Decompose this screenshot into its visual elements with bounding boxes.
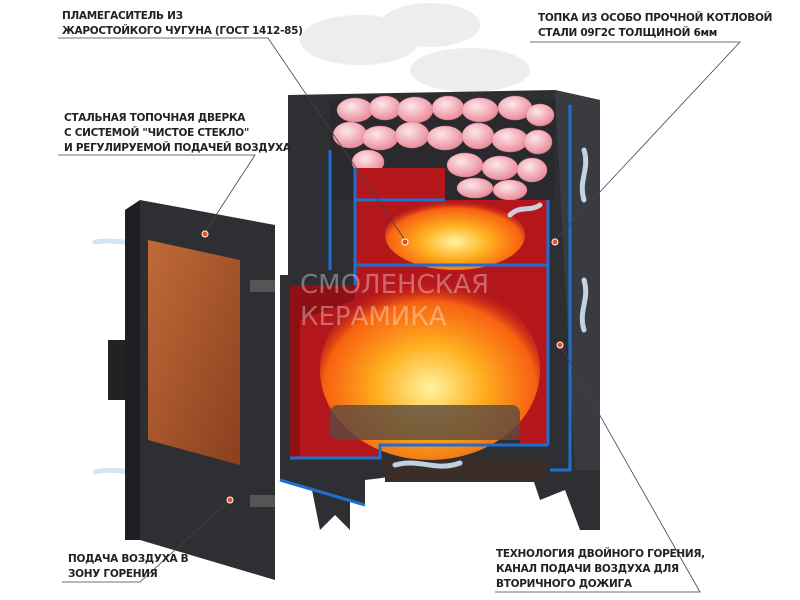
label-line: С СИСТЕМОЙ "ЧИСТОЕ СТЕКЛО" xyxy=(64,127,250,139)
label-flame-arrester: ПЛАМЕГАСИТЕЛЬ ИЗ ЖАРОСТОЙКОГО ЧУГУНА (ГО… xyxy=(62,9,303,39)
label-line: СТАЛИ 09Г2С ТОЛЩИНОЙ 6мм xyxy=(538,27,718,39)
marker-dots xyxy=(201,230,564,504)
door-glass xyxy=(148,240,240,465)
air-channels xyxy=(279,105,572,507)
label-line: ВТОРИЧНОГО ДОЖИГА xyxy=(496,578,632,590)
svg-text:КЕРАМИКА: КЕРАМИКА xyxy=(300,302,447,332)
leader-lines xyxy=(58,37,741,593)
door xyxy=(108,200,275,580)
label-line: ПЛАМЕГАСИТЕЛЬ ИЗ xyxy=(62,10,183,22)
label-line: И РЕГУЛИРУЕМОЙ ПОДАЧЕЙ ВОЗДУХА xyxy=(64,142,291,154)
label-air-supply: ПОДАЧА ВОЗДУХА В ЗОНУ ГОРЕНИЯ xyxy=(68,552,189,582)
steam xyxy=(300,3,530,92)
label-door: СТАЛЬНАЯ ТОПОЧНАЯ ДВЕРКА С СИСТЕМОЙ "ЧИС… xyxy=(64,111,291,156)
upper-flame xyxy=(385,200,525,270)
label-firebox: ТОПКА ИЗ ОСОБО ПРОЧНОЙ КОТЛОВОЙ СТАЛИ 09… xyxy=(538,11,772,41)
label-line: КАНАЛ ПОДАЧИ ВОЗДУХА ДЛЯ xyxy=(496,563,679,575)
logs xyxy=(330,405,520,440)
label-line: ЗОНУ ГОРЕНИЯ xyxy=(68,568,158,580)
watermark: СМОЛЕНСКАЯ КЕРАМИКА xyxy=(300,270,489,332)
firebox xyxy=(290,168,548,482)
door-handle xyxy=(108,340,125,400)
label-line: СТАЛЬНАЯ ТОПОЧНАЯ ДВЕРКА xyxy=(64,112,246,124)
label-line: ТОПКА ИЗ ОСОБО ПРОЧНОЙ КОТЛОВОЙ xyxy=(538,12,773,24)
label-line: ЖАРОСТОЙКОГО ЧУГУНА (ГОСТ 1412-85) xyxy=(62,25,303,37)
label-line: ТЕХНОЛОГИЯ ДВОЙНОГО ГОРЕНИЯ, xyxy=(496,548,705,560)
label-double-combustion: ТЕХНОЛОГИЯ ДВОЙНОГО ГОРЕНИЯ, КАНАЛ ПОДАЧ… xyxy=(496,547,705,592)
stone-container xyxy=(330,95,555,201)
label-line: ПОДАЧА ВОЗДУХА В xyxy=(68,553,189,565)
svg-text:СМОЛЕНСКАЯ: СМОЛЕНСКАЯ xyxy=(300,270,489,300)
